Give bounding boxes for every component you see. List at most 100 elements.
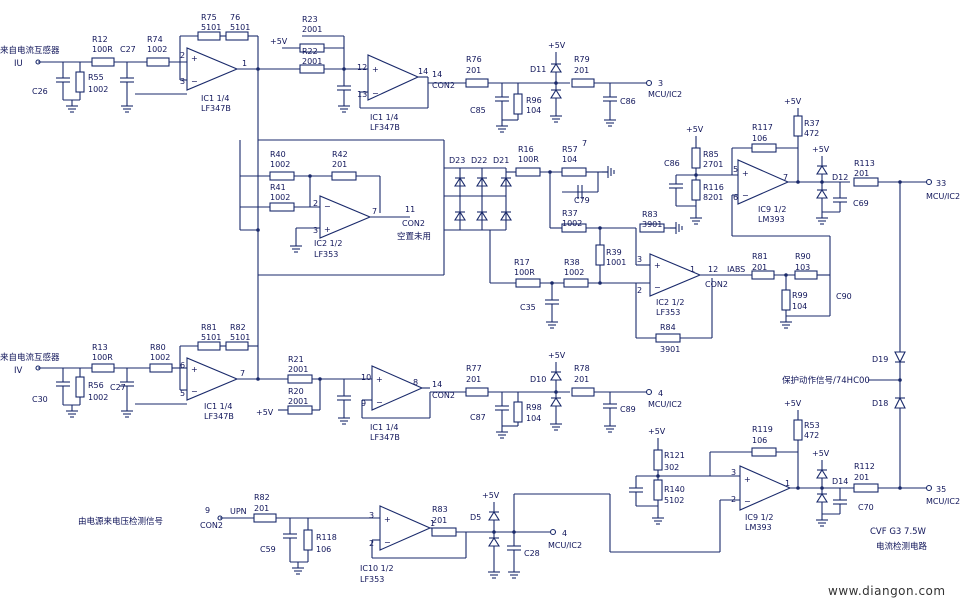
svg-text:CVF G3 7.5W: CVF G3 7.5W bbox=[870, 527, 927, 537]
svg-text:+5V: +5V bbox=[482, 491, 500, 500]
svg-text:8: 8 bbox=[413, 378, 418, 387]
svg-text:CON2: CON2 bbox=[705, 280, 728, 289]
svg-text:C69: C69 bbox=[853, 199, 869, 208]
svg-text:R96: R96 bbox=[526, 96, 542, 105]
svg-text:106: 106 bbox=[316, 545, 331, 554]
svg-text:R118: R118 bbox=[316, 533, 337, 542]
comparator-top: +5V R85 2701 R116 8201 C86 + − 5 6 7 IC9… bbox=[664, 97, 960, 236]
svg-text:R82: R82 bbox=[230, 323, 246, 332]
comparator-ic9-a bbox=[737, 159, 790, 205]
svg-text:LF353: LF353 bbox=[314, 250, 338, 259]
svg-text:R75: R75 bbox=[201, 13, 217, 22]
svg-text:R13: R13 bbox=[92, 343, 108, 352]
svg-text:5: 5 bbox=[180, 389, 185, 398]
svg-text:+: + bbox=[744, 475, 751, 484]
watermark: www.diangon.com bbox=[828, 584, 946, 598]
svg-text:R22: R22 bbox=[302, 47, 318, 56]
upn-section: 由电源来电压检测信号 9 CON2 UPN R82 201 C59 R118 1… bbox=[78, 491, 740, 584]
svg-text:LF347B: LF347B bbox=[370, 433, 400, 442]
svg-text:R81: R81 bbox=[752, 252, 768, 261]
svg-text:R76: R76 bbox=[466, 55, 482, 64]
svg-text:5102: 5102 bbox=[664, 496, 684, 505]
svg-text:R41: R41 bbox=[270, 183, 286, 192]
svg-text:D5: D5 bbox=[470, 513, 481, 522]
svg-text:5101: 5101 bbox=[230, 333, 250, 342]
svg-text:14: 14 bbox=[418, 67, 428, 76]
svg-text:IC1 1/4: IC1 1/4 bbox=[204, 402, 232, 411]
svg-text:IC2 1/2: IC2 1/2 bbox=[656, 298, 684, 307]
svg-text:3: 3 bbox=[731, 468, 736, 477]
svg-text:CON2: CON2 bbox=[200, 521, 223, 530]
svg-text:UPN: UPN bbox=[230, 507, 247, 516]
svg-text:100R: 100R bbox=[514, 268, 535, 277]
svg-text:+5V: +5V bbox=[548, 351, 566, 360]
svg-text:R23: R23 bbox=[302, 15, 318, 24]
svg-text:+: + bbox=[191, 365, 198, 374]
svg-text:R12: R12 bbox=[92, 35, 108, 44]
svg-text:13: 13 bbox=[357, 90, 367, 99]
svg-text:IC1 1/4: IC1 1/4 bbox=[370, 113, 398, 122]
svg-text:5101: 5101 bbox=[201, 23, 221, 32]
opamp-ic10 bbox=[379, 505, 432, 551]
svg-text:+5V: +5V bbox=[686, 125, 704, 134]
svg-text:R39: R39 bbox=[606, 248, 622, 257]
svg-text:201: 201 bbox=[574, 375, 589, 384]
svg-text:201: 201 bbox=[254, 504, 269, 513]
svg-text:D18: D18 bbox=[872, 399, 888, 408]
svg-text:D21: D21 bbox=[493, 156, 509, 165]
svg-text:1002: 1002 bbox=[562, 219, 582, 228]
svg-text:201: 201 bbox=[466, 375, 481, 384]
svg-text:103: 103 bbox=[795, 263, 810, 272]
svg-text:R99: R99 bbox=[792, 291, 808, 300]
svg-text:+5V: +5V bbox=[784, 399, 802, 408]
rectifier-section: R40 1002 R42 201 R41 1002 − + 2 3 7 IC2 … bbox=[239, 69, 852, 380]
svg-text:2001: 2001 bbox=[302, 25, 322, 34]
channel-iv: 来自电流互感器 IV R13 100R R80 1002 C30 R56 100… bbox=[0, 323, 682, 442]
svg-text:+: + bbox=[372, 65, 379, 74]
opamp-ic1-c bbox=[186, 357, 239, 401]
svg-text:+5V: +5V bbox=[256, 408, 274, 417]
svg-text:2001: 2001 bbox=[288, 365, 308, 374]
svg-text:+5V: +5V bbox=[270, 37, 288, 46]
svg-text:R20: R20 bbox=[288, 387, 304, 396]
svg-text:来自电流互感器: 来自电流互感器 bbox=[0, 352, 60, 363]
svg-text:106: 106 bbox=[752, 436, 767, 445]
svg-text:1: 1 bbox=[430, 519, 435, 528]
svg-text:9: 9 bbox=[361, 399, 366, 408]
svg-text:R37: R37 bbox=[562, 209, 578, 218]
svg-text:R78: R78 bbox=[574, 364, 590, 373]
svg-text:1002: 1002 bbox=[270, 193, 290, 202]
svg-text:MCU/IC2: MCU/IC2 bbox=[648, 90, 682, 99]
svg-text:C28: C28 bbox=[524, 549, 540, 558]
svg-text:+: + bbox=[742, 169, 749, 178]
svg-text:LM393: LM393 bbox=[745, 523, 772, 532]
svg-text:7: 7 bbox=[783, 173, 788, 182]
svg-text:201: 201 bbox=[854, 169, 869, 178]
svg-text:−: − bbox=[384, 538, 391, 547]
svg-text:1: 1 bbox=[785, 479, 790, 488]
svg-text:LF347B: LF347B bbox=[204, 412, 234, 421]
svg-text:106: 106 bbox=[752, 134, 767, 143]
svg-text:35: 35 bbox=[936, 485, 946, 494]
svg-text:2: 2 bbox=[180, 51, 185, 60]
svg-text:LF347B: LF347B bbox=[201, 104, 231, 113]
svg-text:C26: C26 bbox=[32, 87, 48, 96]
svg-text:5: 5 bbox=[733, 165, 738, 174]
svg-text:+: + bbox=[191, 54, 198, 63]
svg-text:3901: 3901 bbox=[642, 220, 662, 229]
svg-text:R37: R37 bbox=[804, 119, 820, 128]
svg-text:C87: C87 bbox=[470, 413, 486, 422]
svg-text:D19: D19 bbox=[872, 355, 888, 364]
svg-text:保护动作信号/74HC00: 保护动作信号/74HC00 bbox=[782, 375, 870, 386]
svg-text:1002: 1002 bbox=[88, 393, 108, 402]
svg-text:CON2: CON2 bbox=[402, 219, 425, 228]
svg-text:100R: 100R bbox=[92, 353, 113, 362]
svg-text:3: 3 bbox=[369, 511, 374, 520]
svg-text:3: 3 bbox=[658, 79, 663, 88]
svg-text:1002: 1002 bbox=[270, 160, 290, 169]
svg-text:LF353: LF353 bbox=[360, 575, 384, 584]
svg-text:−: − bbox=[654, 283, 661, 292]
svg-text:MCU/IC2: MCU/IC2 bbox=[648, 400, 682, 409]
svg-text:7: 7 bbox=[240, 369, 245, 378]
svg-text:1002: 1002 bbox=[150, 353, 170, 362]
